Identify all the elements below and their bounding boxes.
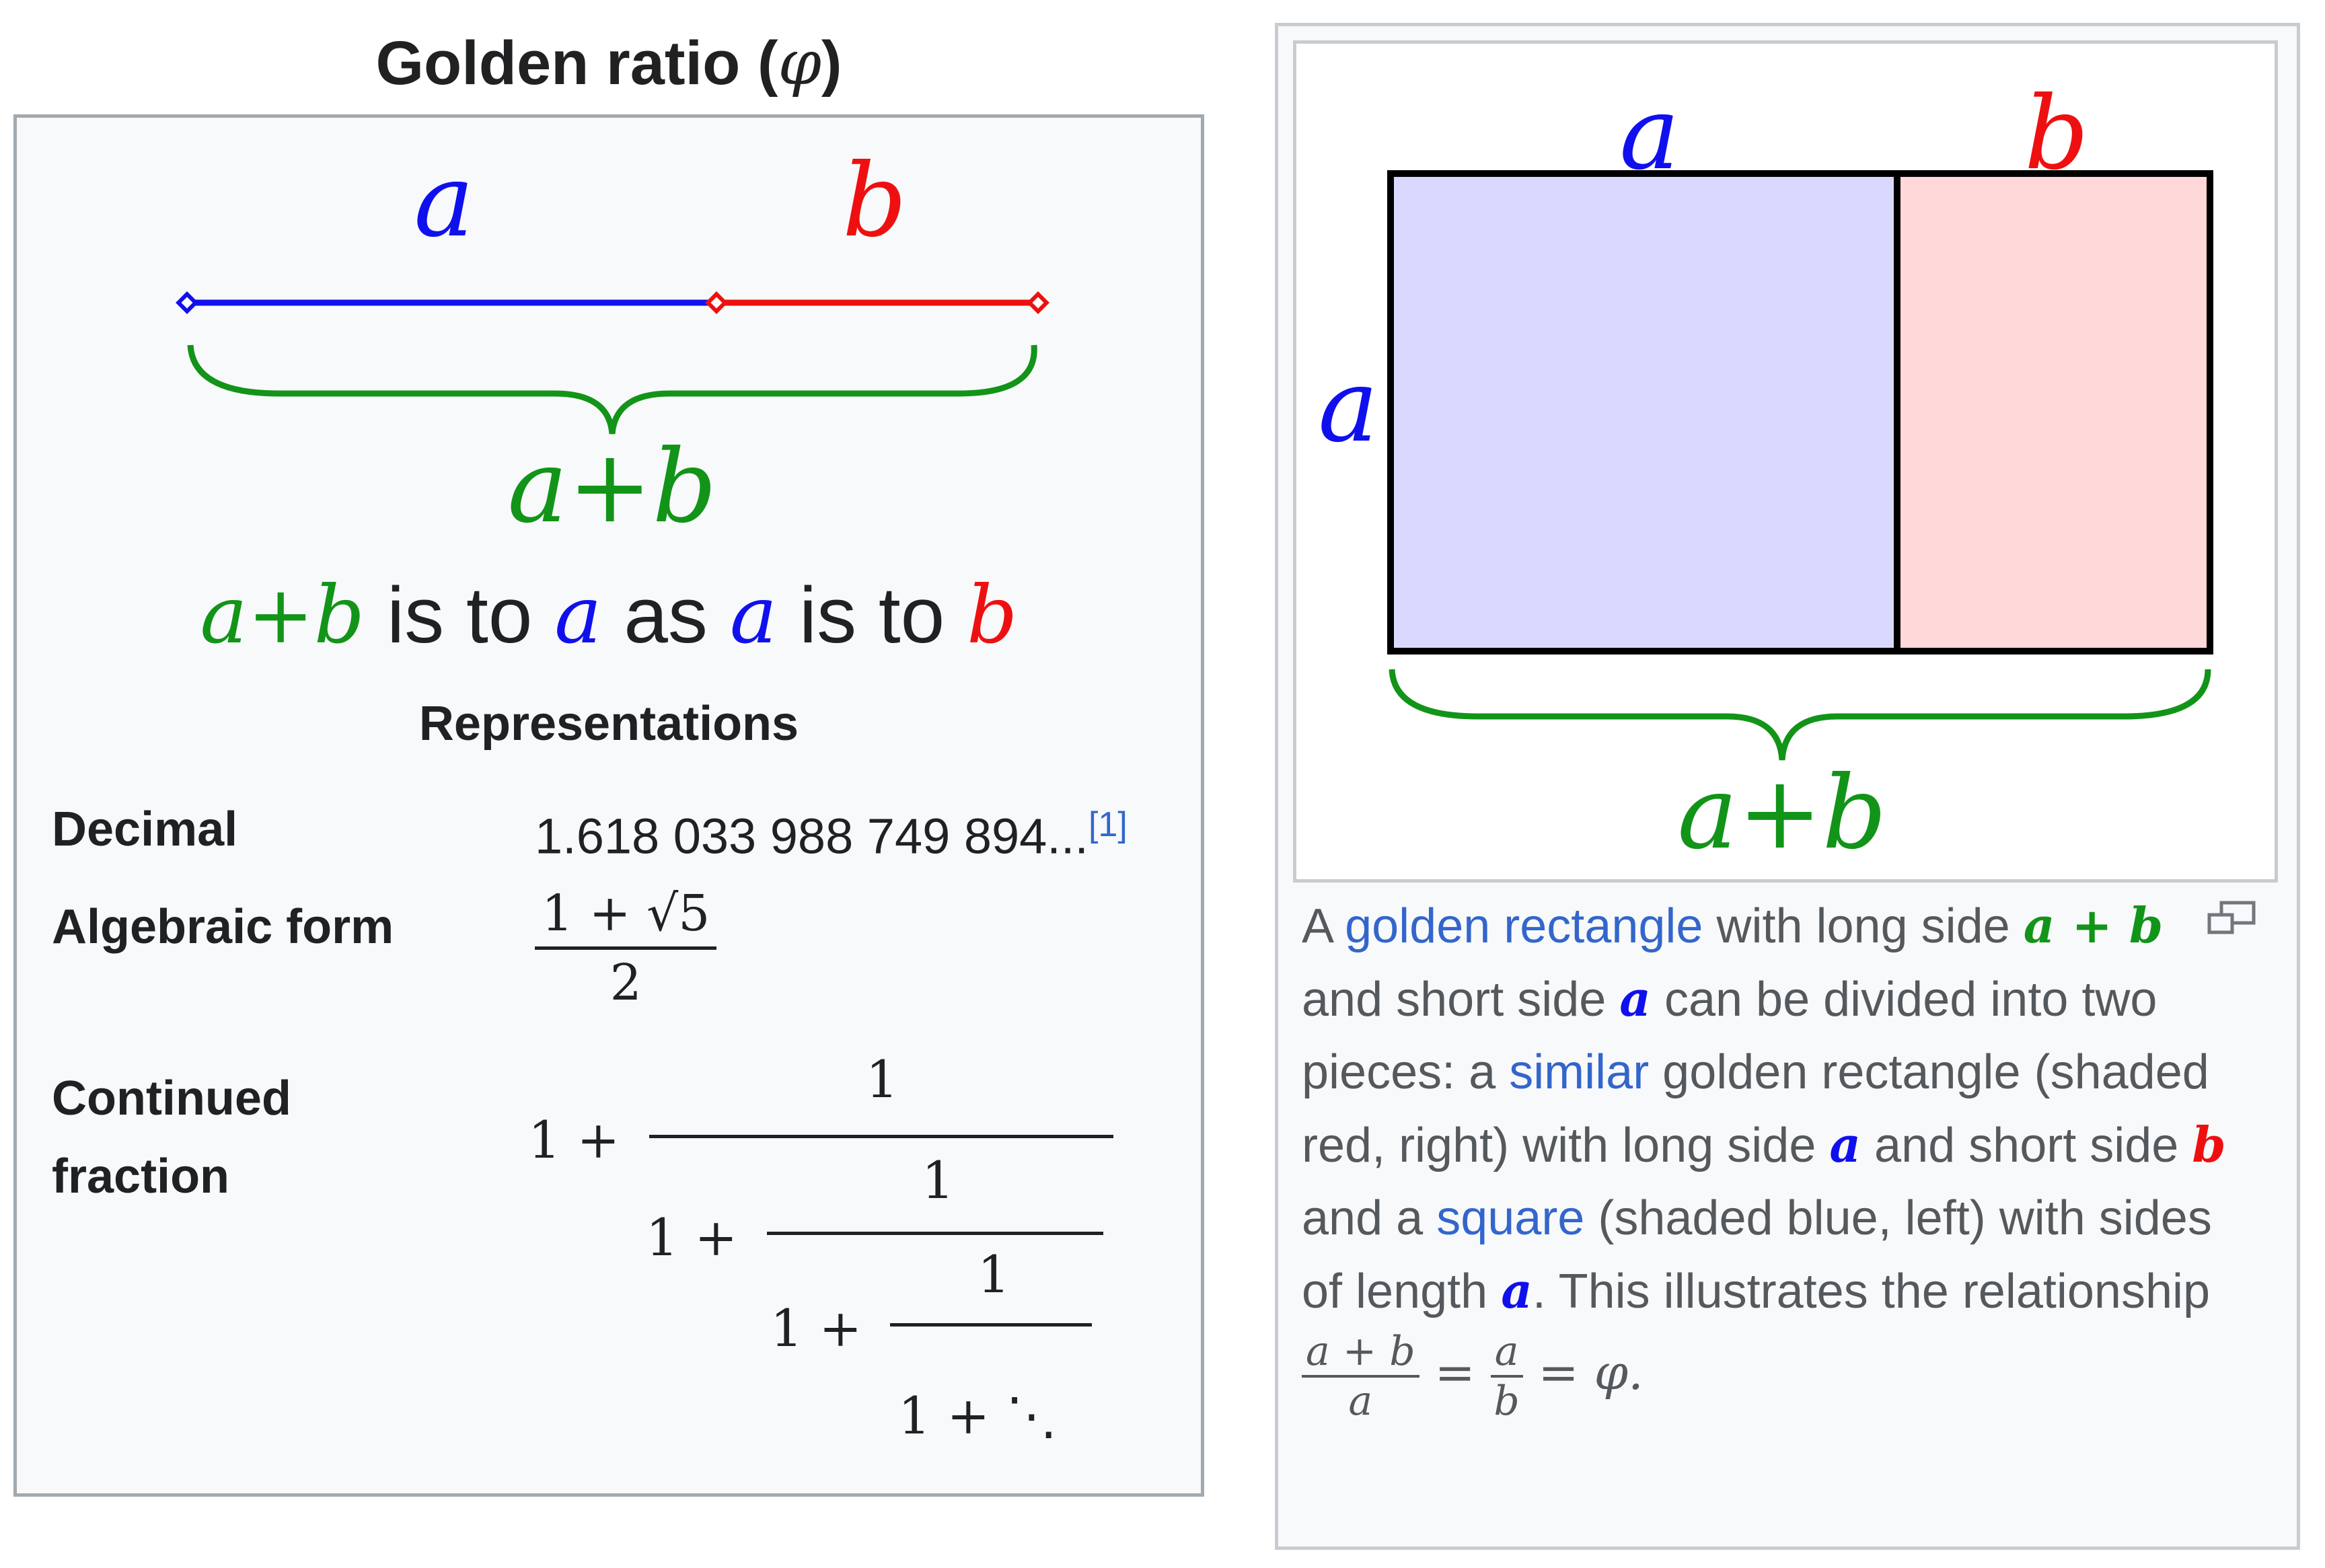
caption-text: golden rectangle (shaded red, right) wit… (1302, 1045, 2209, 1172)
caption-var-a: a (1619, 970, 1651, 1027)
continued-fraction-label-line2: fraction (52, 1150, 230, 1203)
similar-link[interactable]: similar (1509, 1045, 1650, 1099)
decimal-label: Decimal (52, 802, 238, 856)
infobox-title: Golden ratio (φ) (13, 27, 1204, 99)
figure-label-sum: a+b (1677, 755, 1886, 872)
continued-fraction-label-line1: Continued (52, 1072, 291, 1125)
cf-bar-2 (767, 1232, 1103, 1235)
segment-endpoint-middle (705, 291, 728, 314)
continued-fraction: 1 1 + 1 1 + 1 1 + 1 + ⋱ (17, 118, 1201, 1493)
ratio-sentence: a+b is to a as a is to b (17, 568, 1201, 661)
infobox-title-close: ) (821, 29, 842, 98)
square-link[interactable]: square (1436, 1191, 1585, 1245)
infobox-title-text: Golden ratio ( (375, 29, 778, 98)
thumbnail-image[interactable]: a b a a+b (1293, 40, 2278, 883)
caption-var-a-plus-b: a + b (2023, 897, 2164, 954)
algebraic-denominator: 2 (610, 954, 642, 1012)
ratio-a-second: a (729, 568, 778, 661)
ratio-sum: a+b (200, 568, 365, 661)
cf-numerator-1: 1 (866, 1049, 899, 1109)
segment-diagram: a b a+b (176, 143, 1049, 546)
reference-link-1[interactable]: [1] (1088, 805, 1128, 844)
ratio-text-is-to-2: is to (777, 571, 967, 660)
thumbnail-caption: A golden rectangle with long side a + b … (1302, 889, 2244, 1425)
golden-rectangle-figure: a b a a+b (1318, 75, 2213, 872)
caption-text: . This illustrates the relationship (1532, 1265, 2211, 1318)
golden-rectangle-link[interactable]: golden rectangle (1345, 899, 1703, 953)
algebraic-form-value: 1 + √5 2 (535, 885, 717, 1012)
figure-brace (1389, 669, 2211, 761)
caption-text: with long side (1703, 899, 2024, 953)
cf-bar-1 (649, 1135, 1113, 1138)
caption-fraction-1-numerator: a + b (1302, 1328, 1419, 1378)
decimal-digits: 1.618 033 988 749 894... (535, 808, 1088, 864)
algebraic-fraction: 1 + √5 2 (535, 885, 717, 1012)
caption-var-a: a (1501, 1262, 1533, 1319)
algebraic-form-label: Algebraic form (52, 900, 394, 954)
caption-text: (shaded blue, left) with sides of length (1302, 1191, 2212, 1318)
segment-label-sum: a+b (507, 428, 716, 546)
golden-ratio-infobox: a b a+b a+b is to a as a is to b Represe… (13, 114, 1204, 1497)
ratio-a-first: a (554, 568, 602, 661)
caption-var-a: a (1829, 1116, 1861, 1173)
cf-bar-3 (890, 1323, 1092, 1327)
cf-term-2: 1 + (646, 1207, 738, 1267)
segment-label-a: a (414, 143, 474, 260)
segment-endpoint-left (176, 291, 198, 314)
decimal-value: 1.618 033 988 749 894...[1] (535, 798, 1128, 865)
cf-term-3: 1 + (770, 1298, 862, 1358)
cf-tail: 1 + ⋱ (898, 1386, 1058, 1446)
caption-fraction-2-numerator: a (1490, 1328, 1523, 1378)
segment-brace (187, 344, 1037, 435)
continued-fraction-label: Continued fraction (52, 1059, 291, 1216)
ratio-b: b (967, 568, 1018, 661)
caption-fraction-2-denominator: b (1493, 1378, 1520, 1425)
caption-text: A (1302, 899, 1345, 953)
segment-label-b: b (842, 143, 907, 260)
magnify-clip-icon[interactable] (2205, 900, 2258, 938)
caption-equals: = (1419, 1344, 1491, 1401)
cf-numerator-2: 1 (922, 1150, 955, 1210)
algebraic-numerator: 1 + √5 (535, 885, 717, 950)
figure-label-side-a: a (1318, 348, 1378, 465)
representations-heading: Representations (418, 697, 799, 751)
caption-text: and a (1302, 1191, 1437, 1245)
caption-text: and short side (1302, 973, 1620, 1026)
red-rectangle (1894, 170, 2213, 655)
cf-term-1: 1 + (528, 1110, 620, 1170)
caption-text: and short side (1861, 1119, 2192, 1172)
caption-equals-phi: = φ. (1522, 1344, 1644, 1401)
caption-fraction-1-denominator: a (1348, 1378, 1373, 1425)
cf-numerator-3: 1 (977, 1244, 1010, 1304)
phi-symbol: φ (778, 27, 821, 99)
blue-square (1387, 170, 1900, 655)
ratio-text-as: as (601, 571, 730, 660)
caption-var-b: b (2192, 1116, 2226, 1173)
caption-text: can be divided into two pieces: a (1302, 973, 2157, 1099)
ratio-text-is-to: is to (365, 571, 555, 660)
segment-endpoint-right (1027, 291, 1049, 314)
